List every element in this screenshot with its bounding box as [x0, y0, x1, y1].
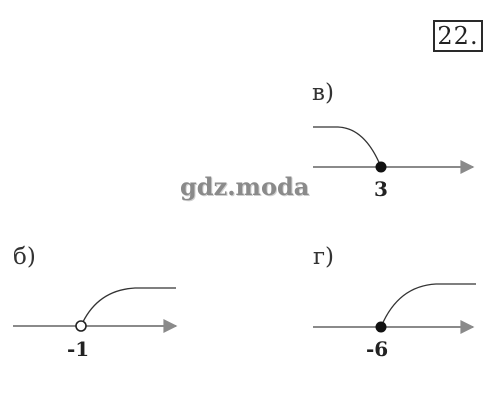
curve-v [313, 126, 382, 168]
panel-v-label: в) [312, 80, 334, 106]
point-v [375, 161, 387, 173]
panel-v-point-label: 3 [374, 177, 388, 201]
panel-g-point-label: -6 [366, 337, 389, 361]
curve-g [380, 283, 476, 328]
panel-b-label: б) [13, 244, 36, 270]
panel-g-label: г) [313, 244, 335, 270]
watermark: gdz.moda [180, 172, 310, 201]
problem-number: 22. [433, 20, 483, 52]
point-g [375, 321, 387, 333]
panel-v [313, 126, 475, 174]
curve-b [80, 287, 176, 327]
panel-b [13, 287, 178, 333]
panel-g [313, 283, 476, 334]
point-b [75, 320, 87, 332]
panel-b-point-label: -1 [67, 337, 90, 361]
